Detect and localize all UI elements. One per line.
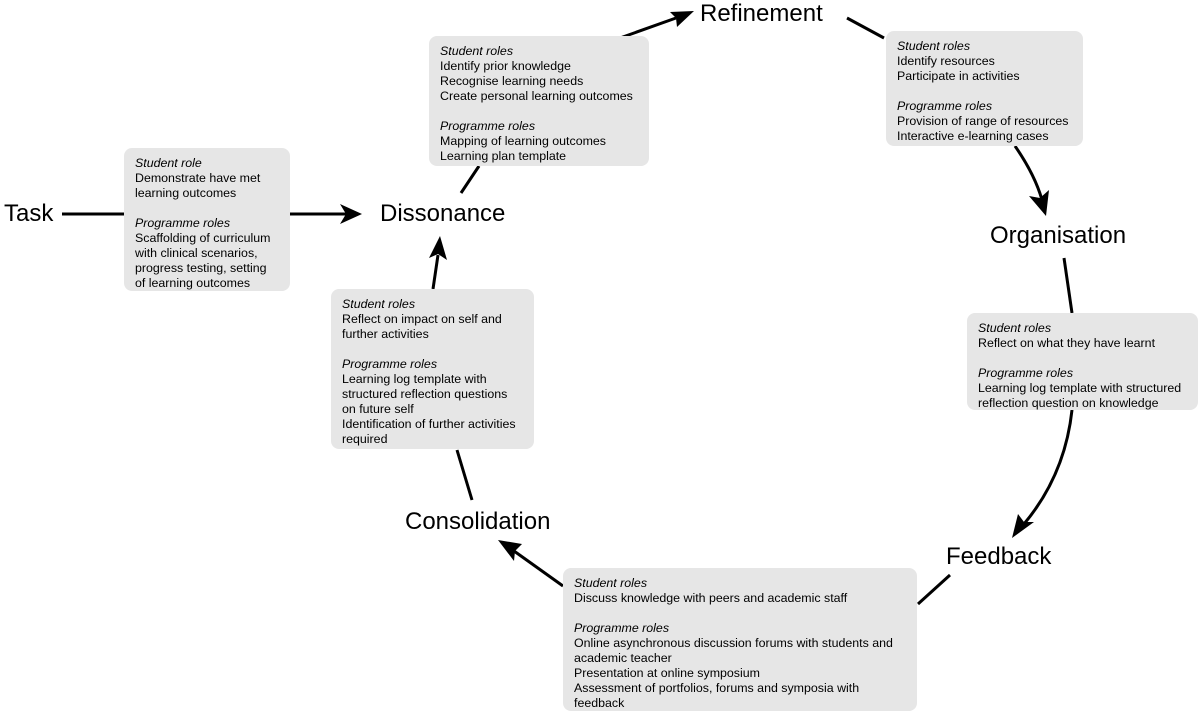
student-role-line: Reflect on what they have learnt [978, 336, 1156, 350]
programme-role-line: Scaffolding of curriculum [135, 231, 271, 245]
consolidation-roles-box: Student roles Reflect on impact on self … [331, 289, 534, 449]
programme-roles-heading: Programme roles [135, 216, 231, 230]
dissonance-roles-box: Student roles Identify prior knowledge R… [429, 36, 649, 166]
programme-role-line: required [342, 432, 388, 446]
task-roles-box: Student role Demonstrate have met learni… [124, 148, 290, 291]
programme-role-line: progress testing, setting [135, 261, 267, 275]
programme-role-line: Presentation at online symposium [574, 666, 760, 680]
programme-role-line: structured reflection questions [342, 387, 508, 401]
student-roles-heading: Student role [135, 156, 202, 170]
programme-roles-heading: Programme roles [440, 119, 536, 133]
student-roles-heading: Student roles [342, 297, 416, 311]
programme-roles-heading: Programme roles [897, 99, 993, 113]
programme-role-line: Identification of further activities [342, 417, 516, 431]
arrow-feedback-to-consolidation [513, 549, 564, 588]
programme-role-line: Provision of range of resources [897, 114, 1069, 128]
student-roles-heading: Student roles [574, 576, 648, 590]
student-role-line: Discuss knowledge with peers and academi… [574, 591, 848, 605]
programme-roles-heading: Programme roles [342, 357, 438, 371]
student-role-line: Create personal learning outcomes [440, 89, 633, 103]
student-roles-heading: Student roles [897, 39, 971, 53]
student-role-line: Demonstrate have met [135, 171, 261, 185]
programme-roles-heading: Programme roles [574, 621, 670, 635]
arrow-refinement-to-organisation-curve [1013, 145, 1044, 201]
stage-organisation: Organisation [990, 222, 1127, 249]
programme-role-line: Interactive e-learning cases [897, 129, 1049, 143]
arrow-refinement-to-organisation [846, 16, 885, 40]
arrow-organisation-to-feedback-curve [1022, 409, 1074, 525]
organisation-roles-box: Student roles Reflect on what they have … [967, 313, 1198, 410]
student-role-line: learning outcomes [135, 186, 237, 200]
programme-role-line: feedback [574, 696, 625, 710]
programme-role-line: with clinical scenarios, [135, 246, 258, 260]
programme-role-line: Learning log template with structured [978, 381, 1182, 395]
programme-role-line: Learning log template with [342, 372, 487, 386]
programme-roles-heading: Programme roles [978, 366, 1074, 380]
programme-role-line: Learning plan template [440, 149, 567, 163]
student-role-line: Participate in activities [897, 69, 1020, 83]
student-role-line: Identify prior knowledge [440, 59, 571, 73]
programme-role-line: of learning outcomes [135, 276, 251, 290]
student-roles-heading: Student roles [978, 321, 1052, 335]
refinement-roles-box: Student roles Identify resources Partici… [886, 31, 1083, 146]
arrow-feedback-to-box [916, 573, 952, 606]
student-role-line: further activities [342, 327, 429, 341]
stage-feedback: Feedback [946, 543, 1052, 570]
arrow-dissonance-to-refinement-lower [459, 165, 481, 194]
arrow-consolidation-to-box [455, 449, 474, 501]
programme-role-line: on future self [342, 402, 414, 416]
arrow-organisation-to-feedback-upper [1062, 257, 1074, 314]
student-role-line: Recognise learning needs [440, 74, 584, 88]
stage-refinement: Refinement [700, 0, 823, 27]
stage-consolidation: Consolidation [405, 508, 551, 535]
stage-dissonance: Dissonance [380, 200, 506, 227]
stage-task: Task [4, 200, 54, 227]
programme-role-line: Online asynchronous discussion forums wi… [574, 636, 893, 650]
student-roles-heading: Student roles [440, 44, 514, 58]
feedback-roles-box: Student roles Discuss knowledge with pee… [563, 568, 917, 711]
programme-role-line: Assessment of portfolios, forums and sym… [574, 681, 860, 695]
programme-role-line: reflection question on knowledge [978, 396, 1159, 410]
programme-role-line: Mapping of learning outcomes [440, 134, 606, 148]
student-role-line: Identify resources [897, 54, 995, 68]
arrow-dissonance-to-refinement-upper [619, 16, 677, 40]
student-role-line: Reflect on impact on self and [342, 312, 502, 326]
arrow-consolidation-to-dissonance [431, 254, 440, 290]
programme-role-line: academic teacher [574, 651, 672, 665]
